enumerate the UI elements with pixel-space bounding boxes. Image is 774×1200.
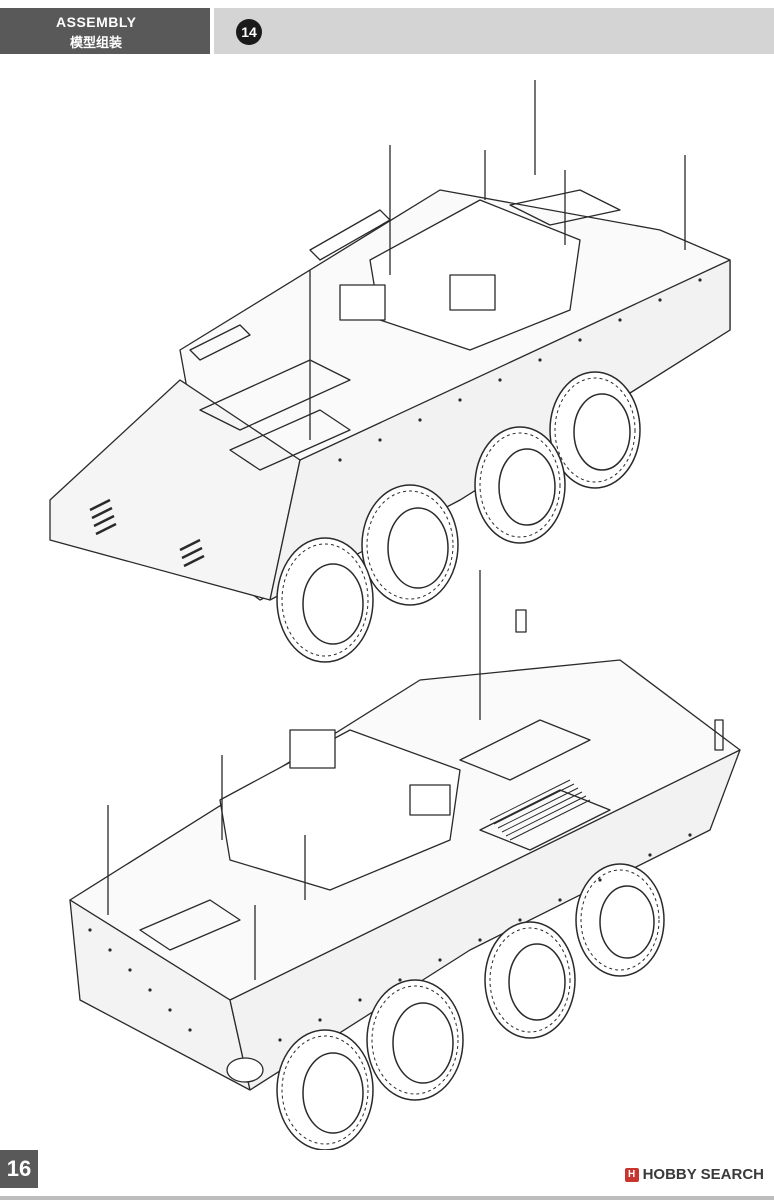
header-title-block: ASSEMBLY 模型组装 [0,8,210,54]
watermark: H HOBBY SEARCH [624,1166,764,1183]
header-title: ASSEMBLY [56,14,137,30]
header-bar [214,8,774,54]
bottom-rule [0,1196,774,1200]
vehicle-rear-view [69,570,741,1150]
step-number-badge: 14 [236,19,262,45]
watermark-text: HOBBY SEARCH [642,1166,764,1183]
page-number: 16 [0,1150,38,1188]
assembly-header: ASSEMBLY 模型组装 14 [0,8,774,54]
header-subtitle: 模型组装 [70,35,123,50]
vehicle-front-view [49,80,731,663]
hobby-search-logo-icon: H [624,1167,639,1182]
